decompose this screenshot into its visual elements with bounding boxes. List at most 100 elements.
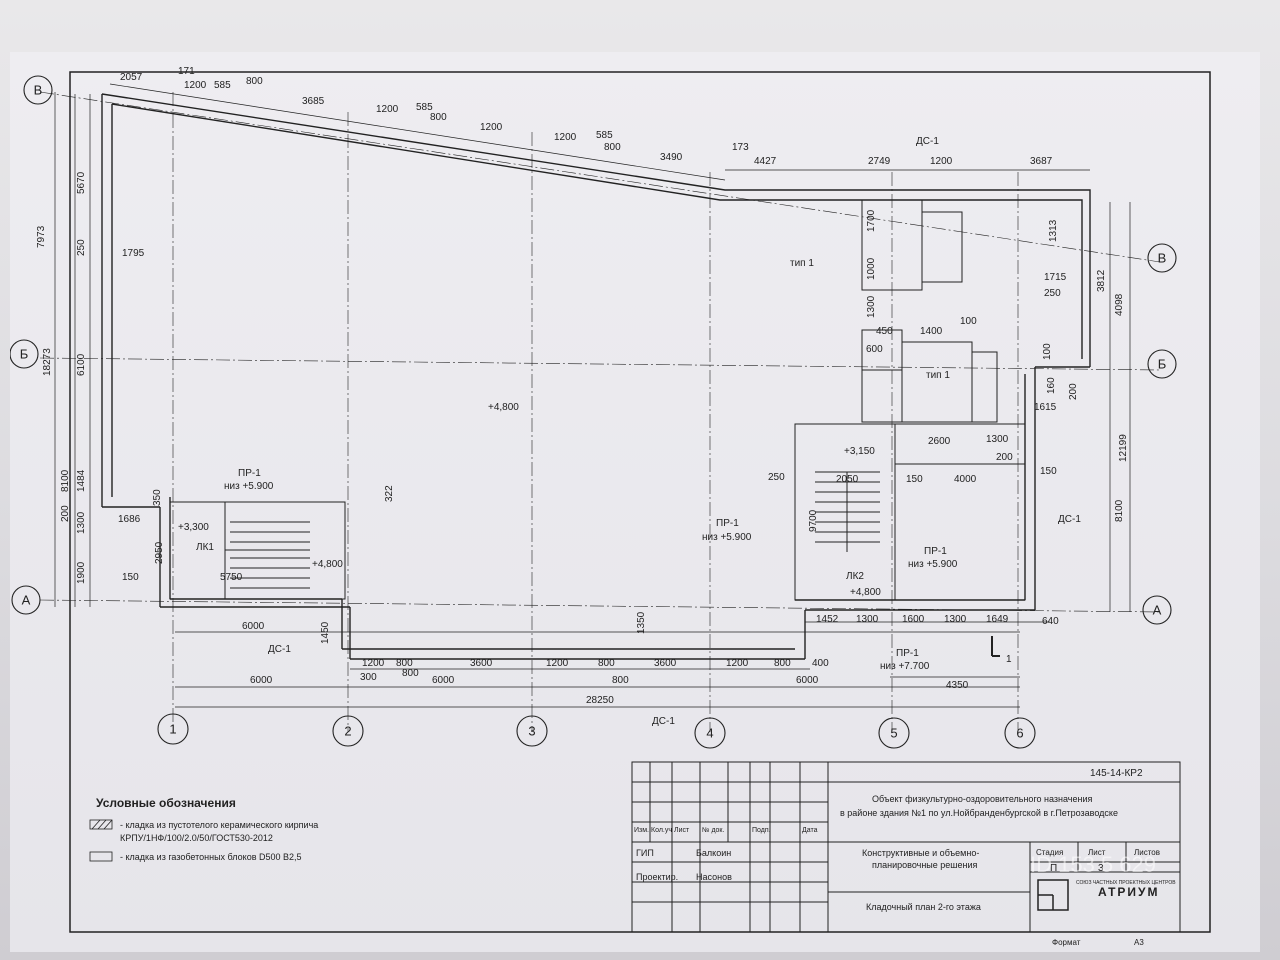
lintel-4-note: низ +7.700 (880, 661, 930, 672)
header-list-2: Лист (1088, 848, 1106, 857)
sheet-title-line1: Конструктивные и объемно- (862, 848, 979, 858)
lintel-2-note: низ +5.900 (702, 532, 752, 543)
dims-right: 1313 1715 250 3812 4098 12199 8100 100 2… (1034, 219, 1129, 522)
dim-inner-12: 1000 (866, 257, 877, 280)
legend-item1-line1: - кладка из пустотелого керамического ки… (120, 820, 318, 830)
dim-top-11: 585 (596, 130, 613, 141)
drawing-sheet: В В Б Б А А 1 2 3 4 5 6 +4,800 +3,300 +3… (10, 52, 1260, 952)
tag-type1: тип 1 (790, 258, 814, 269)
object-line2: в районе здания №1 по ул.Нойбранденбургс… (840, 808, 1118, 818)
dim-inner-9: 1300 (986, 434, 1009, 445)
dim-bottom-4: 1200 (546, 658, 569, 669)
section-label: 1 (1006, 654, 1012, 665)
header-stadiya: Стадия (1036, 848, 1063, 857)
lintel-2-id: ПР-1 (716, 518, 739, 529)
axis-label-2: 2 (344, 723, 351, 738)
dim-bottom-7: 1200 (726, 658, 749, 669)
dim-right-6: 8100 (1114, 499, 1125, 522)
dim-top-8: 800 (430, 112, 447, 123)
dims-top: 2057 171 1200 585 800 3685 1200 585 800 … (120, 66, 1053, 167)
dim-bottom-6: 3600 (654, 658, 677, 669)
stair-1 (169, 501, 346, 600)
role-gip: ГИП (636, 848, 654, 858)
axis-label-5: 5 (890, 725, 897, 740)
dim-left-7: 1484 (76, 469, 87, 492)
stage-value: П (1050, 863, 1057, 874)
header-list: Лист (674, 827, 690, 834)
stair-2 (794, 423, 1026, 601)
dim-bottom-18: 1300 (856, 614, 879, 625)
dim-bottom-17: 1452 (816, 614, 839, 625)
legend-item2: - кладка из газобетонных блоков D500 B2,… (120, 852, 302, 862)
dim-bottom-13: 800 (612, 675, 629, 686)
dim-bottom-20: 1300 (944, 614, 967, 625)
axis-label-b: Б (20, 346, 29, 361)
axis-bubbles (10, 75, 1177, 749)
dim-bottom-22: 640 (1042, 616, 1059, 627)
exterior-walls (101, 93, 1091, 660)
dim-top-16: 2749 (868, 156, 891, 167)
title-block-grid (631, 761, 1181, 933)
dim-inner-5: 100 (960, 316, 977, 327)
dim-right-9: 1615 (1034, 402, 1057, 413)
dim-inner-1: 2050 (836, 474, 859, 485)
lintel-1-note: низ +5.900 (224, 481, 274, 492)
tag-ds1-top: ДС-1 (916, 136, 939, 147)
header-kol: Кол.уч (651, 827, 672, 834)
tag-ds1-right: ДС-1 (1058, 514, 1081, 525)
dim-inner-6: 450 (876, 326, 893, 337)
object-line1: Объект физкультурно-оздоровительного наз… (872, 794, 1092, 804)
dim-left-10: 1686 (118, 514, 141, 525)
axis-label-a: А (22, 592, 31, 607)
dim-top-18: 3687 (1030, 156, 1053, 167)
dim-right-2: 250 (1044, 288, 1061, 299)
dim-bottom-2: 800 (396, 658, 413, 669)
tag-lk2: ЛК2 (846, 571, 864, 582)
dim-left-9: 1300 (76, 511, 87, 534)
header-izm: Изм. (634, 827, 649, 834)
dim-inner-15: 2950 (154, 541, 165, 564)
role-proektir: Проектир. (636, 872, 678, 882)
header-doc: № док. (702, 827, 724, 834)
dim-left-6: 8100 (60, 469, 71, 492)
elevation-stair1: +3,300 (178, 522, 209, 533)
sheet-number: 3 (1098, 863, 1104, 874)
header-listov: Листов (1134, 848, 1160, 857)
dim-inner-0: 5750 (220, 572, 243, 583)
dim-bottom-25: 400 (812, 658, 829, 669)
dim-top-12: 800 (604, 142, 621, 153)
dim-inner-7: 600 (866, 344, 883, 355)
dim-top-1: 171 (178, 66, 195, 77)
dim-top-4: 800 (246, 76, 263, 87)
dim-top-17: 1200 (930, 156, 953, 167)
axis-label-v: В (34, 82, 43, 97)
dim-inner-11: 200 (996, 452, 1013, 463)
dim-right-10: 160 (1046, 377, 1057, 394)
dim-bottom-8: 800 (774, 658, 791, 669)
dim-bottom-19: 1600 (902, 614, 925, 625)
dim-left-1: 5670 (76, 171, 87, 194)
dim-inner-3: 4000 (954, 474, 977, 485)
dim-bottom-21: 1649 (986, 614, 1009, 625)
axis-label-1: 1 (169, 721, 176, 736)
company-logo-mark (1037, 879, 1069, 911)
dim-inner-17: 350 (152, 489, 163, 506)
dim-left-8: 200 (60, 505, 71, 522)
dim-left-0: 7973 (36, 225, 47, 248)
legend: Условные обозначения - кладка из пустоте… (96, 796, 318, 862)
dim-top-5: 3685 (302, 96, 325, 107)
dim-top-6: 1200 (376, 104, 399, 115)
dim-left-2: 250 (76, 239, 87, 256)
dim-bottom-11: 6000 (250, 675, 273, 686)
name-gip: Балкоин (696, 848, 731, 858)
format-label: Формат (1052, 938, 1081, 947)
dim-bottom-9: 300 (360, 672, 377, 683)
project-code: 145-14-КР2 (1090, 768, 1143, 779)
watermark: ID 153 5 629 (1030, 852, 1156, 877)
elevation-stair2: +3,150 (844, 446, 875, 457)
gridlines (39, 91, 1161, 732)
dims-inner: 5750 2050 2600 4000 1400 100 450 600 250… (152, 209, 1013, 583)
dim-bottom-12: 6000 (432, 675, 455, 686)
dim-top-10: 1200 (554, 132, 577, 143)
